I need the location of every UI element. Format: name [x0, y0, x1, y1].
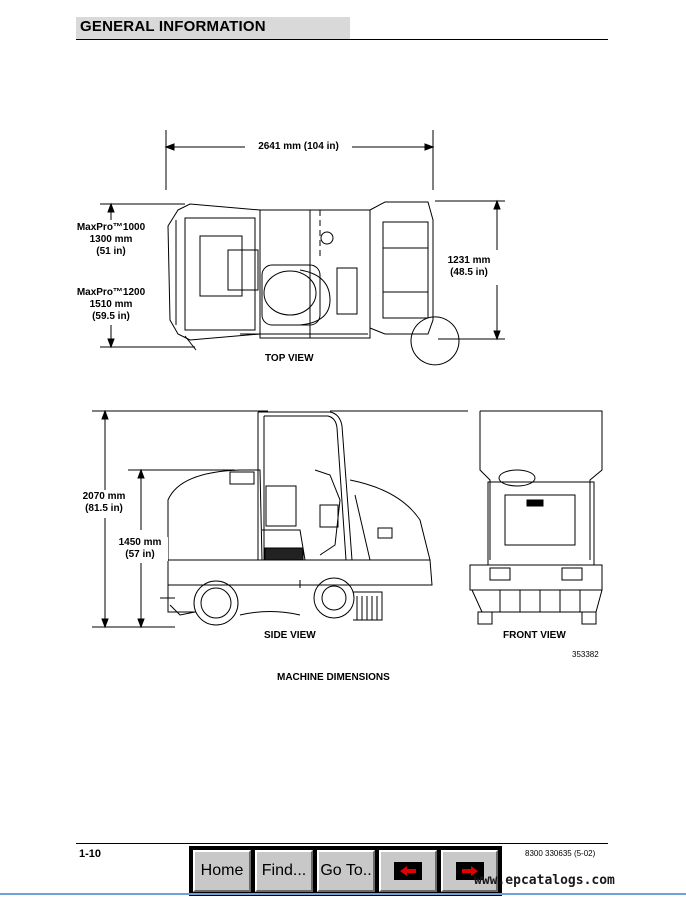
header-rule [76, 39, 608, 40]
previous-page-button[interactable] [379, 850, 437, 892]
arrow-right-icon [455, 862, 484, 880]
arrow-left-icon [394, 862, 422, 880]
top-view-caption: TOP VIEW [265, 353, 314, 364]
watermark-text: www.epcatalogs.com [474, 873, 615, 888]
figure-number: 353382 [572, 650, 599, 659]
maxpro1000-model-label: MaxPro™1000 [76, 222, 146, 233]
find-button[interactable]: Find... [255, 850, 313, 892]
next-page-button[interactable] [441, 850, 498, 892]
front-view-drawing [469, 410, 603, 625]
footer-rule [76, 843, 608, 844]
body-height-mm-label: 1450 mm [112, 537, 168, 549]
maxpro1200-width-in-label: (59.5 in) [92, 311, 130, 322]
top-view-drawing [100, 130, 505, 366]
document-number: 8300 330635 (5-02) [525, 849, 596, 858]
side-view-caption: SIDE VIEW [264, 630, 316, 641]
machine-width-in-label: (48.5 in) [436, 267, 502, 279]
total-height-mm-label: 2070 mm [72, 491, 136, 503]
maxpro1000-width-mm-label: 1300 mm [89, 234, 133, 245]
page-title: GENERAL INFORMATION [80, 18, 266, 35]
machine-width-mm-label: 1231 mm [436, 255, 502, 267]
body-height-in-label: (57 in) [112, 549, 168, 561]
side-view-drawing [92, 409, 468, 629]
page-number: 1-10 [79, 848, 102, 860]
maxpro1200-model-label: MaxPro™1200 [76, 287, 146, 298]
front-view-caption: FRONT VIEW [503, 630, 566, 641]
maxpro1000-width-in-label: (51 in) [96, 246, 126, 257]
go-to-button[interactable]: Go To.. [317, 850, 375, 892]
header-bar [76, 17, 350, 39]
figure-caption: MACHINE DIMENSIONS [277, 672, 390, 683]
window-bottom-border [0, 893, 686, 895]
navigation-toolbar: Home Find... Go To.. [189, 846, 502, 896]
home-button[interactable]: Home [193, 850, 251, 892]
maxpro1200-width-mm-label: 1510 mm [89, 299, 133, 310]
overall-length-label: 2641 mm (104 in) [245, 141, 352, 153]
total-height-in-label: (81.5 in) [72, 503, 136, 515]
